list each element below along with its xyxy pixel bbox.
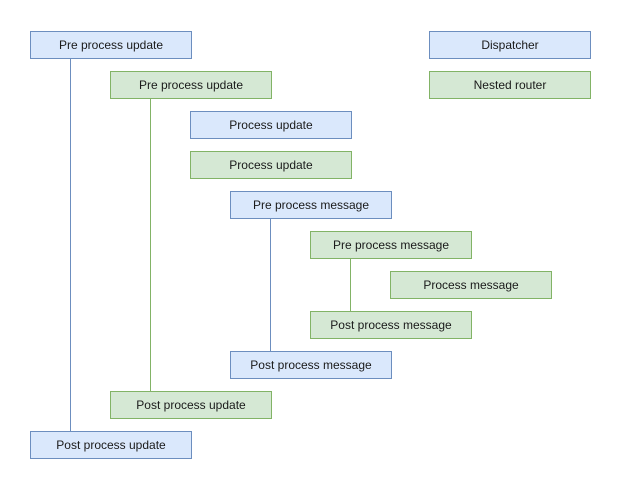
- node-post-process-update-router[interactable]: Post process update: [110, 391, 272, 419]
- edge-outer-green: [150, 98, 151, 391]
- node-post-process-update-dispatcher[interactable]: Post process update: [30, 431, 192, 459]
- edge-inner-blue: [270, 218, 271, 351]
- node-post-process-message-dispatcher[interactable]: Post process message: [230, 351, 392, 379]
- node-pre-process-message-dispatcher[interactable]: Pre process message: [230, 191, 392, 219]
- legend-item-nested-router[interactable]: Nested router: [429, 71, 591, 99]
- node-pre-process-message-router[interactable]: Pre process message: [310, 231, 472, 259]
- edge-inner-green: [350, 258, 351, 311]
- node-pre-process-update-router[interactable]: Pre process update: [110, 71, 272, 99]
- node-process-update-router[interactable]: Process update: [190, 151, 352, 179]
- node-process-update-dispatcher[interactable]: Process update: [190, 111, 352, 139]
- node-process-message-router[interactable]: Process message: [390, 271, 552, 299]
- legend-item-dispatcher[interactable]: Dispatcher: [429, 31, 591, 59]
- edge-outer-blue: [70, 58, 71, 431]
- node-pre-process-update-dispatcher[interactable]: Pre process update: [30, 31, 192, 59]
- node-post-process-message-router[interactable]: Post process message: [310, 311, 472, 339]
